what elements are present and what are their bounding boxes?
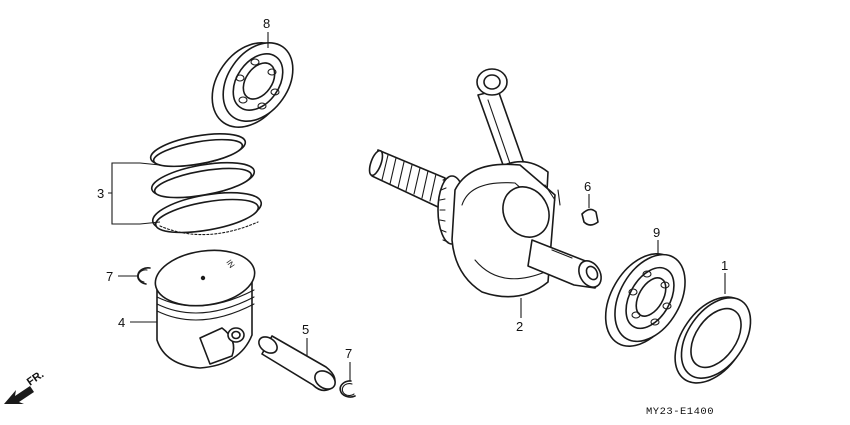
callout-9: 9 bbox=[653, 225, 660, 240]
leader-lines bbox=[108, 32, 726, 381]
oil-seal bbox=[674, 296, 752, 384]
bearing-right bbox=[604, 253, 686, 347]
bearing-top bbox=[211, 41, 294, 128]
piston-pin bbox=[258, 335, 336, 392]
callout-6: 6 bbox=[584, 179, 591, 194]
callout-8: 8 bbox=[263, 16, 270, 31]
clip-right bbox=[339, 380, 356, 398]
front-direction-arrow: FR. bbox=[4, 368, 46, 404]
callout-2: 2 bbox=[516, 319, 523, 334]
clip-left bbox=[137, 267, 151, 285]
piston-rings bbox=[149, 133, 263, 236]
key bbox=[581, 208, 599, 226]
callout-7-left: 7 bbox=[106, 269, 113, 284]
callout-4: 4 bbox=[118, 315, 125, 330]
callout-7-right: 7 bbox=[345, 346, 352, 361]
callout-1: 1 bbox=[721, 258, 728, 273]
callout-5: 5 bbox=[302, 322, 309, 337]
crankshaft bbox=[368, 68, 602, 298]
drawing-code: MY23-E1400 bbox=[646, 406, 714, 418]
front-label: FR. bbox=[25, 368, 46, 388]
callout-3: 3 bbox=[97, 186, 104, 201]
piston-marking: IN bbox=[224, 258, 236, 270]
piston: IN bbox=[154, 249, 256, 369]
